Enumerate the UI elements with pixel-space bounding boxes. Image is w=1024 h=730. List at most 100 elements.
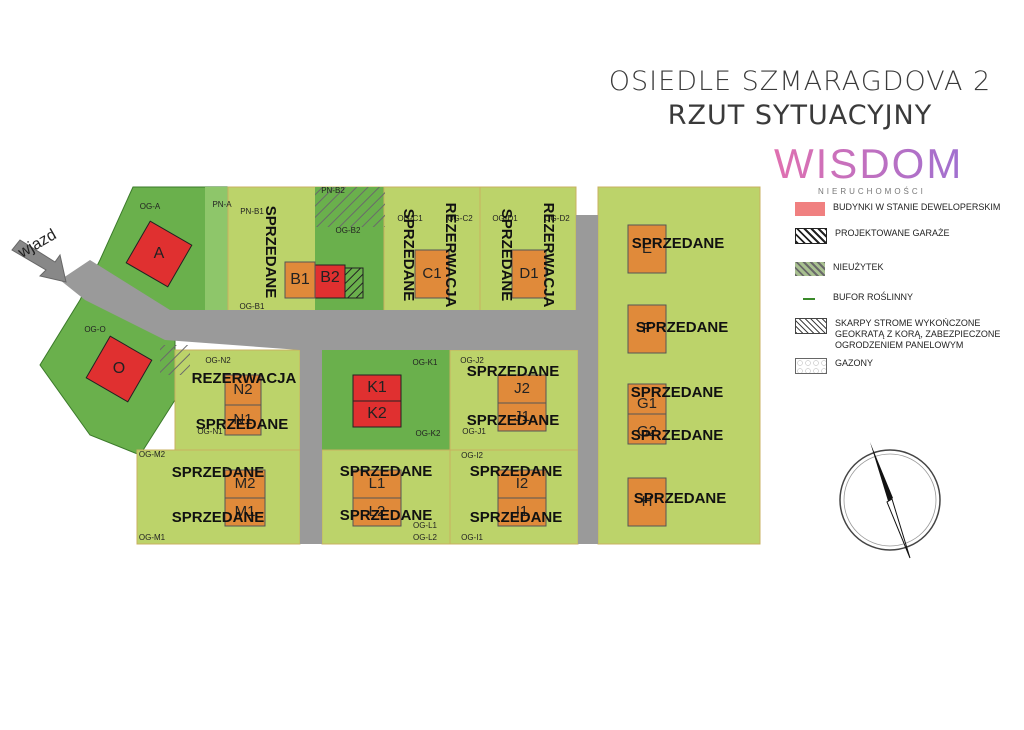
plot-label-og-l1: OG-L1 [413,521,438,530]
brand-logo: WISDOM [774,140,963,188]
legend-item-lawn: GAZONY [795,358,873,374]
status-label-h1: SPRZEDANE [634,490,727,507]
building-f [627,304,667,354]
building-label-m2: M2 [235,475,256,492]
building-e [627,224,667,274]
legend-label: SKARPY STROME WYKOŃCZONE GEOKRATĄ Z KORĄ… [835,318,1001,350]
building-o [85,335,153,403]
plot-label-og-a: OG-A [140,202,161,211]
legend-item-wasteland: NIEUŻYTEK [795,262,884,276]
legend-item-buffer: BUFOR ROŚLINNY [795,292,913,303]
plot-label-og-o: OG-O [84,325,105,334]
building-n1 [224,404,262,436]
compass-icon [839,442,941,559]
building-label-e: E [642,240,652,257]
building-label-k2: K2 [367,405,387,422]
access-road [60,260,598,544]
building-label-k1: K1 [367,379,387,396]
status-label-g1: SPRZEDANE [631,384,724,401]
building-label-j2: J2 [514,380,530,397]
brand-name: WISDOM [774,140,964,187]
building-label-b1: B1 [290,271,310,288]
plot-label-og-k2: OG-K2 [416,429,441,438]
page-title: OSIEDLE SZMARAGDOVA 2 [608,66,992,97]
wasteland-pn-b2 [315,187,385,227]
page-subtitle: RZUT SYTUACYJNY [667,100,933,131]
plot-label-og-i2: OG-I2 [461,451,483,460]
legend-label: NIEUŻYTEK [833,262,884,272]
building-label-o: O [113,360,125,377]
status-label-l1: SPRZEDANE [340,507,433,524]
status-label-g2: SPRZEDANE [631,427,724,444]
plot-label-og-b1: OG-B1 [240,302,265,311]
legend-label: BUFOR ROŚLINNY [833,292,914,302]
building-c1 [414,249,450,299]
legend-swatch-garage [795,228,827,244]
garage-b2 [344,267,364,299]
status-label-i2: SPRZEDANE [470,463,563,480]
building-label-i1: I1 [516,503,529,520]
status-label-j2: SPRZEDANE [467,363,560,380]
building-g2 [627,413,667,445]
status-label-d2: REZERWACJA [540,203,557,308]
legend-label: PROJEKTOWANE GARAŻE [835,228,950,238]
plot-label-og-i1: OG-I1 [461,533,483,542]
wasteland-sw [160,345,190,375]
status-label-f1: SPRZEDANE [636,319,729,336]
status-label-d1: SPRZEDANE [498,209,515,302]
legend-item-red: BUDYNKI W STANIE DEWELOPERSKIM [795,202,1000,216]
status-label-c2: REZERWACJA [442,203,459,308]
building-j2 [497,374,547,404]
building-label-i2: I2 [516,475,529,492]
plot-label-og-j2: OG-J2 [460,356,484,365]
legend-swatch-slope [795,318,827,334]
building-k2 [352,400,402,428]
plot-label-og-m2: OG-M2 [139,450,166,459]
building-l1 [352,469,402,499]
building-g1 [627,383,667,415]
plot-label-og-k1: OG-K1 [413,358,438,367]
building-label-f: F [642,320,651,337]
legend-label: GAZONY [835,358,874,368]
building-label-d1: D1 [519,265,538,282]
status-label-i1: SPRZEDANE [470,509,563,526]
building-h [627,477,667,527]
plot-label-og-j1: OG-J1 [462,427,486,436]
road-east [578,350,598,544]
plot-label-pn-b2: PN-B2 [321,186,345,195]
building-b1 [284,261,316,299]
plot-label-og-b2: OG-B2 [336,226,361,235]
building-label-l1: L1 [369,475,386,492]
road-north [576,215,598,315]
status-label-m1: SPRZEDANE [172,509,265,526]
plot-label-og-l2: OG-L2 [413,533,438,542]
status-label-j1: SPRZEDANE [467,412,560,429]
building-label-n1: N1 [233,411,252,428]
status-label-m2: SPRZEDANE [172,464,265,481]
plot-label-pn-b1: PN-B1 [240,207,264,216]
building-label-n2: N2 [233,381,252,398]
status-labels: SPRZEDANE SPRZEDANE REZERWACJA SPRZEDANE REZ… [172,203,729,526]
building-m1 [224,497,266,527]
plot-label-og-n1: OG-N1 [197,427,223,436]
plot-label-og-c1: OG-C1 [397,214,423,223]
legend-item-slope: SKARPY STROME WYKOŃCZONE GEOKRATĄ Z KORĄ… [795,318,1000,351]
plot-m [136,449,301,545]
building-l2 [352,497,402,527]
status-label-e1: SPRZEDANE [632,235,725,252]
building-label-l2: L2 [369,503,386,520]
building-label-m1: M1 [235,503,256,520]
building-i2 [497,469,547,499]
building-i1 [497,497,547,527]
building-m2 [224,469,266,499]
status-label-b1: SPRZEDANE [262,206,279,299]
pn-a-strip [205,187,228,327]
status-label-n1: SPRZEDANE [196,416,289,433]
legend-item-garage: PROJEKTOWANE GARAŻE [795,228,950,244]
building-k1 [352,374,402,402]
building-label-g1: G1 [637,395,657,412]
plot-label-og-d1: OG-D1 [492,214,518,223]
legend-label: BUDYNKI W STANIE DEWELOPERSKIM [833,202,1001,212]
entrance-arrow [11,239,67,283]
